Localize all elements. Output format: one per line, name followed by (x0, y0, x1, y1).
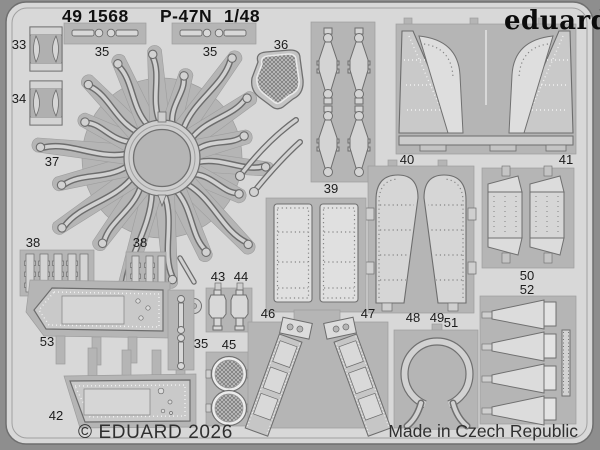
label-52: 52 (520, 282, 534, 297)
label-35-mid: 35 (194, 336, 208, 351)
eduard-logo: eduard (504, 6, 600, 36)
part-39-block (310, 21, 376, 183)
part-46-47-straps (244, 197, 392, 437)
part-33-bracket (29, 26, 63, 72)
product-name: P-47N (160, 6, 212, 26)
part-35-strip-left (63, 22, 147, 45)
label-51: 51 (444, 315, 458, 330)
part-48-49-block (365, 159, 477, 314)
label-36: 36 (274, 37, 288, 52)
part-35-strip-mid (167, 289, 195, 371)
label-43: 43 (211, 269, 225, 284)
label-53: 53 (40, 334, 54, 349)
label-42: 42 (49, 408, 63, 423)
part-34-bracket (29, 80, 63, 126)
part-43-44-cluster (205, 282, 253, 333)
label-44: 44 (234, 269, 248, 284)
made-in-text: Made in Czech Republic (388, 421, 578, 441)
label-34: 34 (12, 91, 26, 106)
label-49: 49 (430, 310, 444, 325)
product-scale: 1/48 (224, 6, 260, 26)
label-48: 48 (406, 310, 420, 325)
part-51-ring (393, 323, 479, 430)
part-35-strip-right (171, 22, 257, 45)
label-40: 40 (400, 152, 414, 167)
part-45-mesh-discs (205, 351, 253, 427)
label-33: 33 (12, 37, 26, 52)
label-38-left: 38 (26, 235, 40, 250)
copyright-text: © EDUARD 2026 (78, 422, 233, 443)
sprue-arm-upper (234, 117, 299, 182)
label-45: 45 (222, 337, 236, 352)
part-50-block (481, 165, 575, 269)
sprue-arm-lower (248, 139, 303, 198)
label-47: 47 (361, 306, 375, 321)
part-36-mesh-screen (251, 49, 304, 110)
fret-inner-edge (11, 7, 588, 439)
label-38-right: 38 (133, 235, 147, 250)
label-39: 39 (324, 181, 338, 196)
label-37: 37 (45, 154, 59, 169)
catalog-number: 49 1568 (62, 6, 129, 26)
part-37-ignition-harness (31, 45, 275, 308)
part-number-labels: 33 34 35 35 36 37 38 38 39 40 41 42 43 4… (12, 37, 573, 423)
label-35-top-right: 35 (203, 44, 217, 59)
label-50: 50 (520, 268, 534, 283)
label-46: 46 (261, 306, 275, 321)
label-41: 41 (559, 152, 573, 167)
label-35-top-left: 35 (95, 44, 109, 59)
part-40-41-block (395, 17, 577, 155)
part-52-horns (479, 295, 577, 426)
